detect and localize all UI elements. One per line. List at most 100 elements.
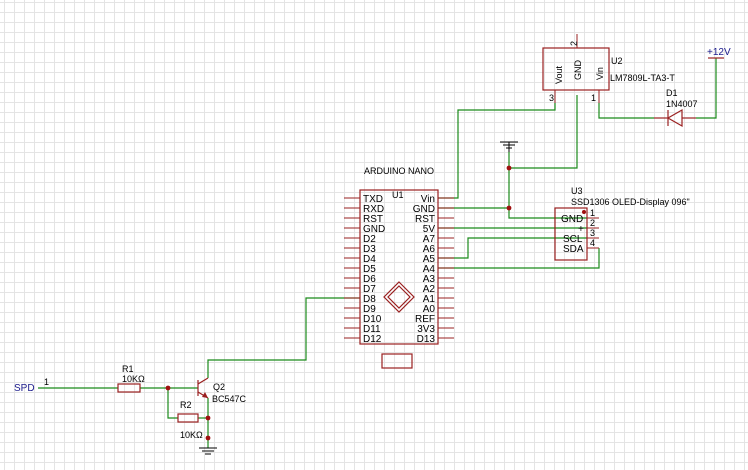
oled-pin-scl: SCL [563, 234, 583, 245]
oled-body [554, 207, 588, 261]
nano-pin-label-5v: 5V [423, 224, 436, 235]
oled-part: SSD1306 OLED-Display 096" [571, 197, 690, 207]
wire-diode-to-12v[interactable] [696, 58, 717, 119]
nano-pin-label-a0: A0 [423, 304, 436, 315]
oled-pin-num-1: 1 [590, 208, 595, 218]
resistor-r1-symbol[interactable]: R1 10KΩ [117, 364, 145, 393]
wire-reg-vin-to-diode[interactable] [598, 103, 654, 119]
nano-pin-label-3v3: 3V3 [417, 324, 435, 335]
nano-body [359, 189, 439, 345]
nano-pin-label-d13: D13 [417, 334, 436, 345]
regulator-vout-label: Vout [554, 65, 564, 84]
junction-dot [506, 165, 512, 171]
power-label: +12V [707, 47, 731, 58]
regulator-gnd-label: GND [573, 60, 583, 81]
nano-pin-label-d5: D5 [363, 264, 376, 275]
r2-ref: R2 [180, 400, 192, 410]
diode-d1-symbol[interactable]: D1 1N4007 [654, 88, 698, 128]
regulator-vin-label: Vin [595, 67, 605, 80]
nano-pin-label-d11: D11 [363, 324, 381, 335]
nano-pin-label-d8: D8 [363, 294, 376, 305]
junctions [165, 165, 586, 441]
wire-gnd-regulator[interactable] [509, 95, 578, 169]
regulator-pin-num-vout: 3 [549, 93, 554, 103]
q2-ref: Q2 [213, 382, 225, 392]
nano-pin-label-a4: A4 [423, 264, 436, 275]
nano-pin-label-d10: D10 [363, 314, 382, 325]
oled-pin-sda: SDA [563, 244, 584, 255]
ground-symbol-top[interactable] [500, 141, 518, 152]
nano-pin-label-d4: D4 [363, 254, 376, 265]
nano-pin-label-rst: RST [363, 214, 383, 225]
nano-pin-label-d3: D3 [363, 244, 376, 255]
oled-pin-num-2: 2 [590, 218, 595, 228]
chip-diamond-icon [383, 281, 415, 313]
nano-pin-label-d9: D9 [363, 304, 376, 315]
oled-u3-symbol[interactable]: U3 SSD1306 OLED-Display 096" GND + SCL S… [554, 186, 690, 261]
nano-right-pin-lines [438, 197, 454, 339]
nano-ref: U1 [392, 190, 404, 200]
spd-pin-num: 1 [44, 377, 49, 387]
ground-symbol-bottom[interactable] [199, 447, 217, 455]
q2-part: BC547C [212, 394, 247, 404]
oled-ref: U3 [571, 186, 583, 196]
nano-pin-label-d12: D12 [363, 334, 382, 345]
nano-pin-label-d2: D2 [363, 234, 376, 245]
resistor-r2-symbol[interactable]: R2 10KΩ [177, 400, 203, 440]
wire-base-r2[interactable] [167, 388, 178, 419]
r1-ref: R1 [122, 364, 134, 374]
nano-title: ARDUINO NANO [364, 166, 434, 176]
nano-pin-label-a3: A3 [423, 274, 436, 285]
oled-pin-num-4: 4 [590, 238, 595, 248]
q2-collector-lead [197, 377, 209, 385]
nano-pin-label-a6: A6 [423, 244, 436, 255]
regulator-body [542, 47, 610, 91]
junction-dot [506, 205, 512, 211]
nano-pin-label-ref: REF [415, 314, 435, 325]
nano-pin-label-a5: A5 [423, 254, 436, 265]
regulator-pin-num-gnd: 2 [569, 41, 579, 46]
wire-d8-collector[interactable] [207, 297, 360, 378]
wire-gnd-drop[interactable] [508, 152, 587, 219]
transistor-q2-symbol[interactable]: Q2 BC547C [197, 377, 247, 404]
nano-pin-label-d6: D6 [363, 274, 376, 285]
nano-pin-label-rxd: RXD [363, 204, 384, 215]
r1-value: 10KΩ [122, 374, 145, 384]
power-12v-symbol[interactable]: +12V [707, 47, 731, 59]
nano-pin-label-gnd: GND [363, 224, 385, 235]
oled-pin-gnd: GND [561, 214, 583, 225]
wire-vin-net[interactable] [438, 103, 556, 199]
nano-pin-label-rst: RST [415, 214, 435, 225]
junction-dot [205, 435, 211, 441]
oled-pin-plus: + [578, 224, 584, 235]
r2-value: 10KΩ [180, 430, 203, 440]
q2-emitter-arrow-icon [202, 392, 208, 398]
nano-pin-label-a2: A2 [423, 284, 436, 295]
oled-pin-num-3: 3 [590, 228, 595, 238]
wire-a4-sda[interactable] [438, 248, 600, 269]
r1-body [117, 383, 141, 393]
regulator-part: LM7809L-TA3-T [610, 73, 675, 83]
junction-dot [582, 210, 586, 214]
regulator-u2-symbol[interactable]: Vout GND Vin 2 3 1 U2 LM7809L-TA3-T [542, 34, 675, 103]
nano-left-pin-lines [344, 197, 360, 339]
diode-triangle-icon [666, 108, 683, 128]
spd-input-port[interactable]: SPD 1 [14, 377, 49, 394]
nano-pin-label-gnd: GND [413, 204, 435, 215]
chip-diamond-inner-icon [387, 285, 411, 309]
regulator-pin-num-vin: 1 [591, 93, 596, 103]
nano-pin-label-a1: A1 [423, 294, 436, 305]
junction-dot [205, 415, 211, 421]
usb-connector-icon [381, 353, 413, 369]
regulator-ref: U2 [611, 56, 623, 66]
diode-ref: D1 [666, 88, 678, 98]
junction-dot [165, 385, 171, 391]
diode-part: 1N4007 [666, 99, 698, 109]
nano-pin-label-vin: Vin [421, 194, 435, 205]
nano-pin-label-d7: D7 [363, 284, 376, 295]
